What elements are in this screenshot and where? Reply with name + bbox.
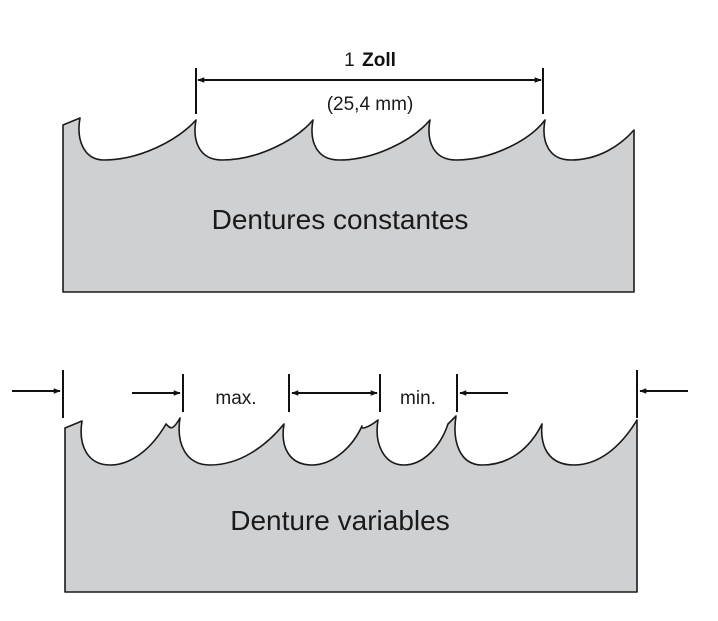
constant-pitch-title: Dentures constantes <box>212 204 469 235</box>
pitch-measure-metric: (25,4 mm) <box>327 94 414 115</box>
constant-pitch-diagram: 1 Zoll (25,4 mm) Dentures constantes <box>62 50 635 293</box>
max-pitch-label: max. <box>215 388 256 409</box>
pitch-measure-label: 1 Zoll <box>344 50 396 71</box>
variable-pitch-blade <box>64 415 638 593</box>
min-pitch-label: min. <box>400 388 436 409</box>
constant-pitch-blade <box>62 117 635 293</box>
pitch-measure-number: 1 <box>344 50 355 71</box>
pitch-measure-unit: Zoll <box>362 50 396 71</box>
variable-pitch-title: Denture variables <box>230 505 449 536</box>
variable-pitch-diagram: max. min. Denture variables <box>12 370 688 593</box>
